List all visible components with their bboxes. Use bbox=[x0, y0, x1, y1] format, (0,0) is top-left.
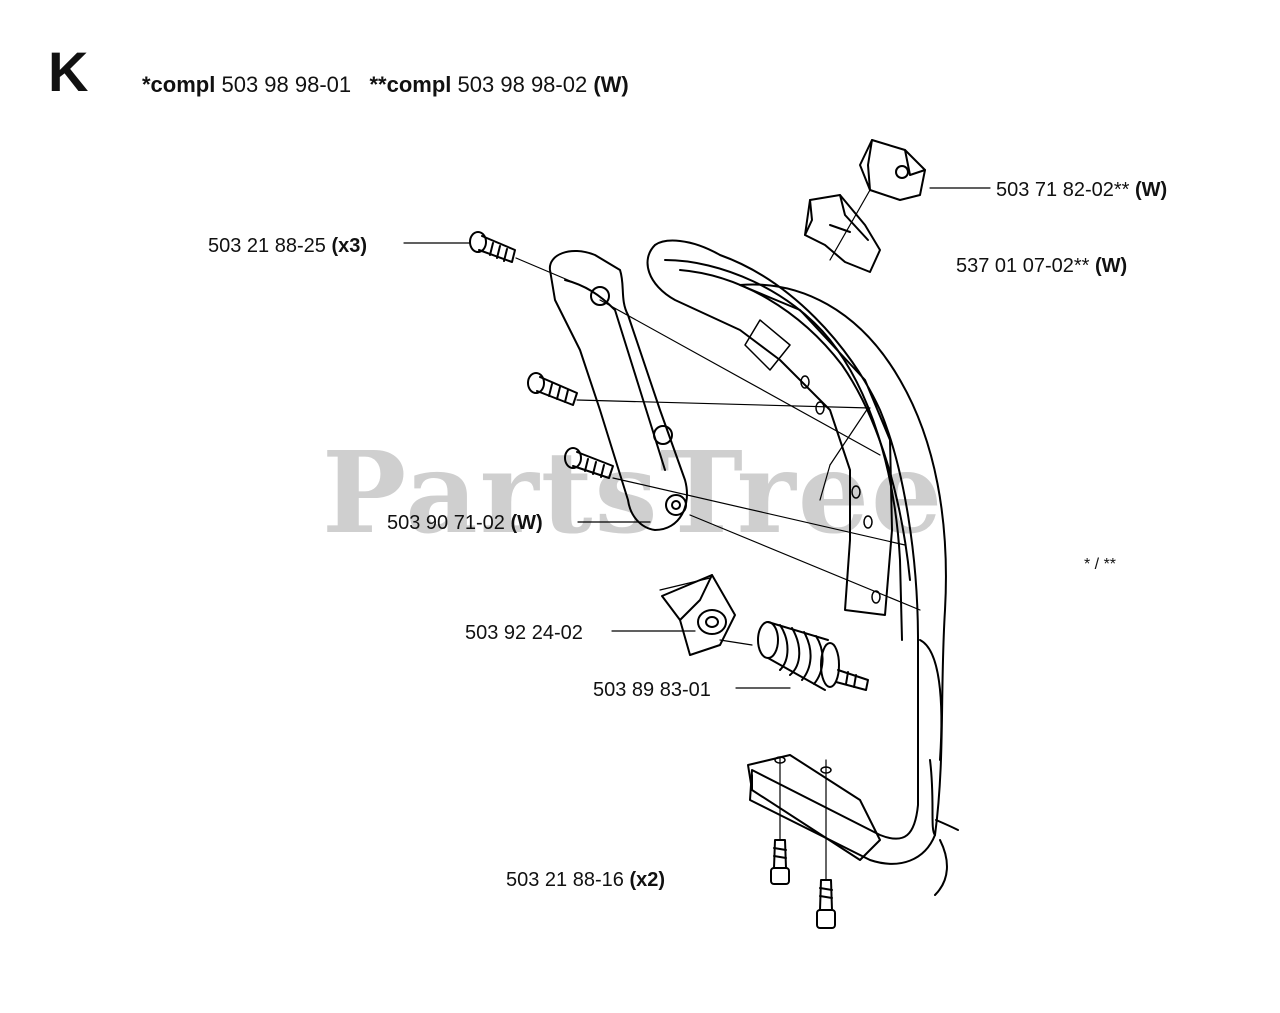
screw-x2-2[interactable] bbox=[816, 879, 836, 929]
bar-holes bbox=[744, 319, 881, 774]
part-label-6[interactable]: 503 89 83-01 bbox=[593, 679, 711, 701]
compl-prefix-2: **compl bbox=[369, 72, 452, 97]
compl-prefix-1: *compl bbox=[142, 72, 216, 97]
compl-number-2[interactable]: 503 98 98-02 bbox=[457, 72, 588, 97]
part-label-4[interactable]: 503 90 71-02 (W) bbox=[387, 512, 543, 534]
damper-spring[interactable] bbox=[757, 621, 869, 691]
part-label-1[interactable]: 503 71 82-02** (W) bbox=[996, 179, 1168, 201]
compl-number-1[interactable]: 503 98 98-01 bbox=[221, 72, 352, 97]
top-damper[interactable] bbox=[859, 139, 926, 201]
assembly-legend: * / ** bbox=[1084, 556, 1117, 573]
damper-plate[interactable] bbox=[661, 574, 736, 656]
lower-bracket[interactable] bbox=[747, 754, 881, 861]
front-handle-bar[interactable] bbox=[646, 239, 959, 896]
part-label-3[interactable]: 503 21 88-25 (x3) bbox=[208, 235, 368, 257]
compl-qualifier-2: (W) bbox=[593, 72, 629, 97]
assembly-header: *compl 503 98 98-01 **compl 503 98 98-02… bbox=[142, 72, 629, 98]
screw-x3-2[interactable] bbox=[527, 372, 578, 406]
section-letter: K bbox=[48, 40, 89, 103]
guide-lines bbox=[515, 189, 921, 881]
top-mount[interactable] bbox=[804, 194, 881, 273]
watermark: PartsTree bbox=[322, 428, 945, 559]
screw-x3-3[interactable] bbox=[564, 447, 614, 479]
part-label-2[interactable]: 537 01 07-02** (W) bbox=[956, 255, 1128, 277]
leader-lines bbox=[403, 187, 991, 689]
part-label-7[interactable]: 503 21 88-16 (x2) bbox=[506, 869, 666, 891]
screw-x3-1[interactable] bbox=[469, 231, 516, 263]
screw-x2-1[interactable] bbox=[770, 839, 790, 885]
spacer-bracket[interactable] bbox=[548, 250, 688, 531]
part-label-5[interactable]: 503 92 24-02 bbox=[465, 622, 583, 644]
